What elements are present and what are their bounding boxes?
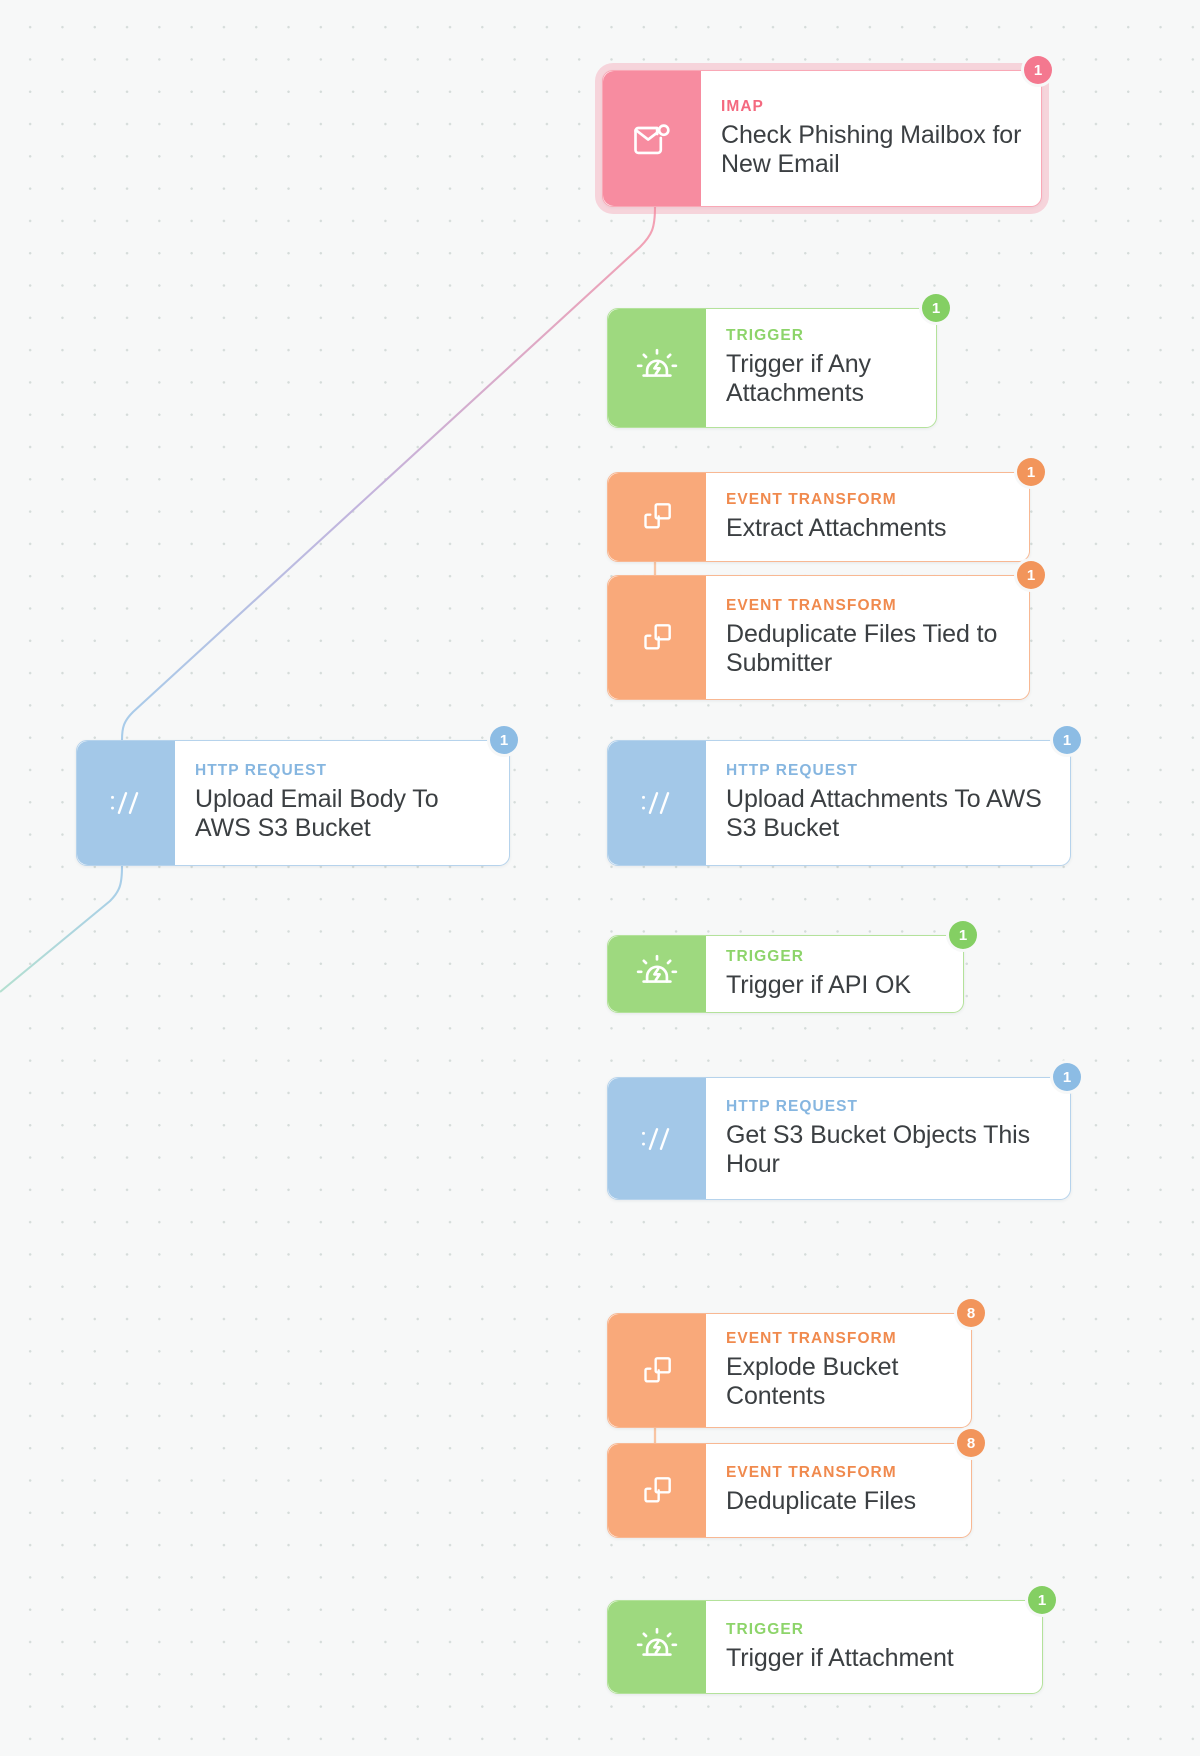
node-badge-deduplicate-files[interactable]: 8: [957, 1429, 985, 1457]
node-kind-label: TRIGGER: [726, 327, 804, 345]
node-text-block: IMAP Check Phishing Mailbox for New Emai…: [701, 71, 1041, 206]
node-text-block: EVENT TRANSFORM Deduplicate Files Tied t…: [706, 576, 1029, 699]
siren-icon: [608, 309, 706, 427]
node-badge-upload-attachments-to-aws-s3-bucket[interactable]: 1: [1053, 726, 1081, 754]
node-kind-label: TRIGGER: [726, 1620, 804, 1638]
node-title: Upload Attachments To AWS S3 Bucket: [726, 785, 1042, 843]
node-trigger-if-attachment[interactable]: TRIGGER Trigger if Attachment: [607, 1600, 1043, 1694]
url-scheme-icon: [608, 1078, 706, 1199]
node-kind-label: HTTP REQUEST: [726, 762, 859, 780]
node-badge-explode-bucket-contents[interactable]: 8: [957, 1299, 985, 1327]
node-badge-upload-email-body-to-aws-s3-bucket[interactable]: 1: [490, 726, 518, 754]
node-trigger-if-any-attachments[interactable]: TRIGGER Trigger if Any Attachments: [607, 308, 937, 428]
node-title: Get S3 Bucket Objects This Hour: [726, 1120, 1031, 1178]
node-check-phishing-mailbox[interactable]: IMAP Check Phishing Mailbox for New Emai…: [602, 70, 1042, 207]
envelope-alert-icon: [603, 71, 701, 206]
node-deduplicate-files[interactable]: EVENT TRANSFORM Deduplicate Files: [607, 1443, 972, 1538]
node-text-block: HTTP REQUEST Upload Attachments To AWS S…: [706, 741, 1070, 865]
node-title: Trigger if Attachment: [726, 1643, 954, 1672]
node-title: Trigger if API OK: [726, 970, 911, 999]
node-kind-label: HTTP REQUEST: [726, 1097, 859, 1115]
node-title: Extract Attachments: [726, 513, 947, 542]
transform-icon: [608, 1314, 706, 1427]
node-text-block: EVENT TRANSFORM Deduplicate Files: [706, 1444, 971, 1537]
node-get-s3-bucket-objects-this-hour[interactable]: HTTP REQUEST Get S3 Bucket Objects This …: [607, 1077, 1071, 1200]
node-kind-label: TRIGGER: [726, 947, 804, 965]
node-text-block: TRIGGER Trigger if API OK: [706, 936, 963, 1012]
node-kind-label: EVENT TRANSFORM: [726, 596, 897, 614]
node-title: Trigger if Any Attachments: [726, 350, 871, 408]
node-title: Check Phishing Mailbox for New Email: [721, 120, 1022, 178]
node-text-block: HTTP REQUEST Get S3 Bucket Objects This …: [706, 1078, 1070, 1199]
transform-icon: [608, 473, 706, 561]
transform-icon: [608, 1444, 706, 1537]
node-badge-get-s3-bucket-objects-this-hour[interactable]: 1: [1053, 1063, 1081, 1091]
node-badge-trigger-if-api-ok[interactable]: 1: [949, 921, 977, 949]
node-text-block: HTTP REQUEST Upload Email Body To AWS S3…: [175, 741, 509, 865]
transform-icon: [608, 576, 706, 699]
url-scheme-icon: [77, 741, 175, 865]
node-title: Deduplicate Files: [726, 1487, 917, 1516]
node-title: Upload Email Body To AWS S3 Bucket: [195, 785, 439, 843]
wire-imap-to-upload-email-body: [120, 206, 657, 741]
node-kind-label: IMAP: [721, 97, 764, 115]
node-badge-check-phishing-mailbox[interactable]: 1: [1024, 56, 1052, 84]
node-text-block: TRIGGER Trigger if Any Attachments: [706, 309, 936, 427]
node-badge-trigger-if-any-attachments[interactable]: 1: [922, 294, 950, 322]
node-title: Deduplicate Files Tied to Submitter: [726, 619, 998, 677]
node-badge-trigger-if-attachment[interactable]: 1: [1028, 1586, 1056, 1614]
node-badge-extract-attachments[interactable]: 1: [1017, 458, 1045, 486]
node-trigger-if-api-ok[interactable]: TRIGGER Trigger if API OK: [607, 935, 964, 1013]
node-badge-deduplicate-files-tied-to-submitter[interactable]: 1: [1017, 561, 1045, 589]
node-deduplicate-files-tied-to-submitter[interactable]: EVENT TRANSFORM Deduplicate Files Tied t…: [607, 575, 1030, 700]
wire-upload-email-body-outgoing: [0, 865, 124, 993]
node-text-block: EVENT TRANSFORM Explode Bucket Contents: [706, 1314, 971, 1427]
node-title: Explode Bucket Contents: [726, 1352, 899, 1410]
node-upload-attachments-to-aws-s3-bucket[interactable]: HTTP REQUEST Upload Attachments To AWS S…: [607, 740, 1071, 866]
node-upload-email-body-to-aws-s3-bucket[interactable]: HTTP REQUEST Upload Email Body To AWS S3…: [76, 740, 510, 866]
node-text-block: TRIGGER Trigger if Attachment: [706, 1601, 1042, 1693]
node-kind-label: HTTP REQUEST: [195, 762, 328, 780]
node-kind-label: EVENT TRANSFORM: [726, 490, 897, 508]
siren-icon: [608, 936, 706, 1012]
node-text-block: EVENT TRANSFORM Extract Attachments: [706, 473, 1029, 561]
siren-icon: [608, 1601, 706, 1693]
node-kind-label: EVENT TRANSFORM: [726, 1329, 897, 1347]
url-scheme-icon: [608, 741, 706, 865]
node-explode-bucket-contents[interactable]: EVENT TRANSFORM Explode Bucket Contents: [607, 1313, 972, 1428]
node-kind-label: EVENT TRANSFORM: [726, 1464, 897, 1482]
node-extract-attachments[interactable]: EVENT TRANSFORM Extract Attachments: [607, 472, 1030, 562]
